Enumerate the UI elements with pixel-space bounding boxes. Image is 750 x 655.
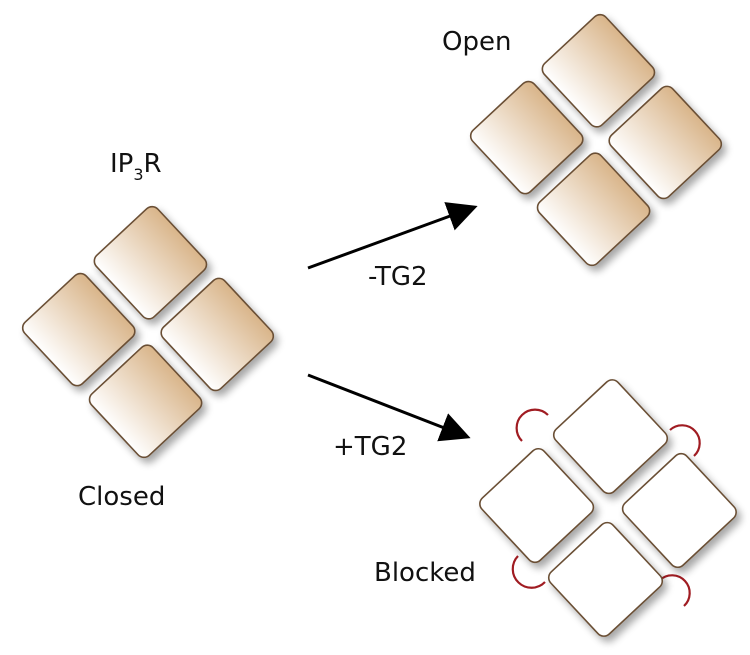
blocked-subunit-bottom: [621, 452, 737, 569]
open-subunit-top: [469, 80, 584, 195]
receptor-label-suffix: R: [144, 149, 162, 179]
crosslink-bottom-right: [659, 574, 691, 607]
crosslink-top-left: [515, 408, 549, 442]
arrow-to-open: [307, 202, 478, 270]
blocked-subunit-right: [552, 379, 669, 495]
arrow-to-blocked: [307, 373, 471, 442]
open-subunit-left: [536, 152, 651, 267]
open-subunit-bottom: [608, 85, 723, 200]
closed-receptor: [21, 205, 275, 459]
open-label: Open: [442, 27, 511, 57]
open-receptor: [469, 13, 723, 267]
blocked-label: Blocked: [374, 558, 476, 588]
blocked-subunit-left: [547, 521, 664, 637]
blocked-receptor: [479, 379, 737, 637]
blocked-subunit-top: [479, 447, 595, 564]
closed-subunit-bottom: [160, 277, 275, 392]
closed-subunit-right: [93, 205, 208, 320]
crosslink-bottom-left: [511, 555, 546, 589]
receptor-label: IP3R: [110, 149, 162, 184]
open-subunit-right: [541, 13, 656, 128]
crosslink-top-right: [669, 424, 701, 457]
crosslinks: [511, 408, 701, 607]
receptor-label-prefix: IP: [110, 149, 133, 179]
closed-subunit-left: [88, 344, 203, 459]
closed-label: Closed: [78, 482, 165, 512]
minus-tg2-label: -TG2: [368, 262, 428, 292]
closed-subunit-top: [21, 272, 136, 387]
plus-tg2-label: +TG2: [333, 432, 407, 462]
receptor-label-subscript: 3: [133, 165, 143, 184]
